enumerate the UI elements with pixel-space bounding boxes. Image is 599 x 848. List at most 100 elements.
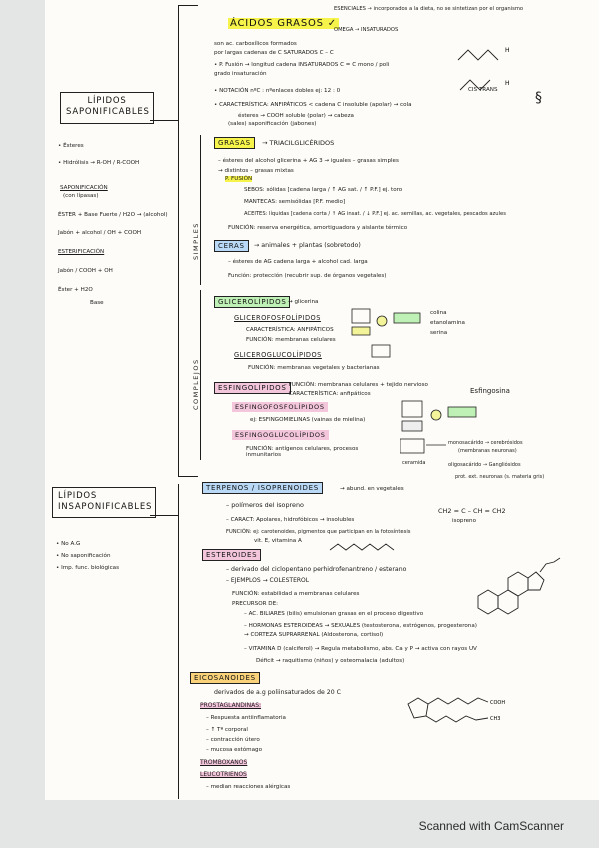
esfingo-eg-title: ESFINGOGLUCOLÍPIDOS [232,430,329,440]
grasas-title: GRASAS [214,137,255,149]
sap-line-9: Base [90,300,104,306]
insap-title-1: LÍPIDOS [58,491,98,501]
glicero-gg-line-0: FUNCIÓN: membranas vegetales y bacterian… [248,365,380,371]
acidos-branch-2: OMEGA → INSATURADOS [334,27,399,33]
grasas-line-4: MANTECAS: semisólidas [P.F. medio] [244,199,346,205]
glicero-sub: → glicerina [288,299,319,305]
esteroides-line-7: – VITAMINA D (calciferol) → Regula metab… [244,646,477,652]
cis-trans-diagram: H H [457,47,510,91]
terpenos-formula: CH2 = C – CH = CH2 [438,507,506,515]
eicos-lt-line-0: – median reacciones alérgicas [206,784,291,790]
insap-brace-link [150,515,178,517]
eicos-pg-line-3: – mucosa estómago [206,747,263,753]
simples-brace [200,135,202,285]
grasas-sub: → TRIACILGLICÉRIDOS [262,139,335,147]
sap-line-7: Jabón / COOH + OH [58,268,113,274]
acidos-line-5: • CARACTERÍSTICA: ANFIPÁTICOS < cadena C… [214,102,412,108]
glicero-gf-line-1: FUNCIÓN: membranas celulares [246,337,336,343]
glicero-right-1: etanolamina [430,320,465,326]
steroid-rings-diagram [477,557,561,615]
insap-main-brace [178,484,180,799]
svg-text:H: H [505,47,510,54]
insap-line-0: • No A.G [56,541,81,547]
sap-brace-link [150,120,178,122]
insap-line-2: • Imp. func. biológicas [56,565,120,571]
sap-line-0: • Ésteres [58,143,84,149]
sap-line-4: ÉSTER + Base Fuerte / H2O → (alcohol) [58,212,168,218]
sap-title-2: SAPONIFICABLES [66,107,150,117]
eicos-line-0: derivados de a.g poliinsaturados de 20 C [214,689,341,696]
sap-brace-top [178,5,198,7]
glicero-structure-diagram [351,308,421,358]
esfingo-right-2: oligosacárido → Gangliósidos [448,462,521,468]
glicero-right-0: colina [430,310,447,316]
esfingo-structure-diagram [400,400,477,454]
acidos-branch-1: ESENCIALES → incorporados a la dieta, no… [334,6,524,12]
acidos-line-1: por largas cadenas de C SATURADOS C – C [214,50,334,56]
grasas-line-3: SEBOS: sólidas [cadena larga / ↑ AG sat.… [244,187,403,193]
eicos-pg-line-2: – contracción útero [206,737,260,743]
glicero-gf-title: GLICEROFOSFOLÍPIDOS [234,314,321,322]
esteroides-line-8: Déficit → raquitismo (niños) y osteomala… [256,658,405,664]
grasas-line-0: – ésteres del alcohol glicerina + AG 3 →… [218,158,399,164]
insap-line-1: • No saponificación [56,553,111,559]
glicero-title: GLICEROLÍPIDOS [214,296,291,308]
notebook-page [45,0,599,800]
sap-main-brace [178,5,180,477]
svg-text:COOH: COOH [490,700,505,706]
sap-title-box: LÍPIDOS SAPONIFICABLES [60,92,154,124]
esfingo-right-title: Esfingosina [470,387,510,395]
esteroides-line-6: → CORTEZA SUPRARRENAL (Aldosterona, cort… [244,632,384,638]
sap-line-5: Jabón + alcohol / OH + COOH [58,230,142,236]
esfingo-ef-line-0: ej: ESFINGOMIELINAS (vainas de mielina) [250,417,366,423]
acidos-line-4: • NOTACIÓN nºC : nºenlaces dobles ej: 12… [214,88,341,94]
ceras-title: CERAS [214,240,249,252]
ceras-sub: → animales + plantas (sobretodo) [254,242,361,249]
glicero-gg-title: GLICEROGLUCOLÍPIDOS [234,351,322,359]
glicero-gf-line-0: CARACTERÍSTICA: ANFIPÁTICOS [246,327,334,333]
esteroides-line-1: – EJEMPLOS → COLESTEROL [226,577,310,584]
acidos-line-7: (sales) saponificación (jabones) [228,121,317,127]
terpenos-formula-2: isopreno [452,518,477,524]
sap-line-6: ESTERIFICACIÓN [58,249,105,255]
eicos-lt-title: LEUCOTRIENOS [200,771,247,779]
side-label-simples: SIMPLES [192,222,200,260]
terpenos-sub: → abund. en vegetales [340,486,404,492]
cis-trans-label: CIS TRANS [468,87,498,93]
eicos-pg-title: PROSTAGLANDINAS: [200,702,262,710]
esfingo-right-1: (membranas neuronas) [458,448,517,454]
eicos-pg-line-0: – Respuesta antiinflamatoria [206,715,286,721]
esteroides-line-4: – AC. BILIARES (bilis) emulsionan grasas… [244,611,424,617]
esfingo-sub-0: – FUNCIÓN: membranas celulares + tejido … [284,382,428,388]
glicero-right-2: serina [430,330,448,336]
sap-line-3: (con lípasas) [63,193,99,199]
acidos-line-0: son ac. carboxílicos formados [214,41,297,47]
acidos-line-6: ésteres → COOH soluble (polar) → cabeza [238,113,354,119]
insap-title-2: INSAPONIFICABLES [58,502,153,512]
acidos-line-2: • P. Fusión → longitud cadena INSATURADO… [214,62,390,68]
esteroides-line-2: FUNCIÓN: estabilidad a membranas celular… [232,591,360,597]
terpenos-title: TERPENOS / ISOPRENOIDES [202,482,323,494]
acidos-line-3: grado insaturación [214,71,267,77]
grasas-line-5: ACEITES: líquidas [cadena corta / ↑ AG i… [244,211,506,217]
eicos-tx-title: TROMBOXANOS [200,759,248,767]
esfingo-right-3: prot. ext. neuronas (s. materia gris) [455,474,545,480]
grasas-line-6: FUNCIÓN: reserva energética, amortiguado… [228,225,408,231]
esteroides-line-3: PRECURSOR DE: [232,601,279,607]
scanner-footer: Scanned with CamScanner [418,819,564,833]
grasas-line-1: → distintos – grasas mixtas [218,168,294,174]
acidos-title: ÁCIDOS GRASOS ✓ [228,18,339,29]
esfingo-title: ESFINGOLÍPIDOS [214,382,291,394]
esteroides-line-0: – derivado del ciclopentano perhidrofena… [226,566,407,573]
complejos-brace [200,290,202,460]
esfingo-right-0: monosacárido → cerebrósidos [448,440,523,446]
esfingo-right-4: ceramida [402,460,426,466]
terpenos-line-1: – CARACT: Apolares, hidrofóbicos → insol… [226,517,355,523]
grasas-line-2: P. FUSIÓN [225,176,253,183]
svg-text:H: H [505,80,510,87]
side-label-complejos: COMPLEJOS [192,358,200,410]
sap-title-1: LÍPIDOS [87,96,127,106]
sap-line-8: Éster + H2O [58,287,93,293]
acidos-squiggle: § [535,90,542,106]
terpenos-line-2: FUNCIÓN: ej: carotenoides, pigmentos que… [226,529,411,535]
